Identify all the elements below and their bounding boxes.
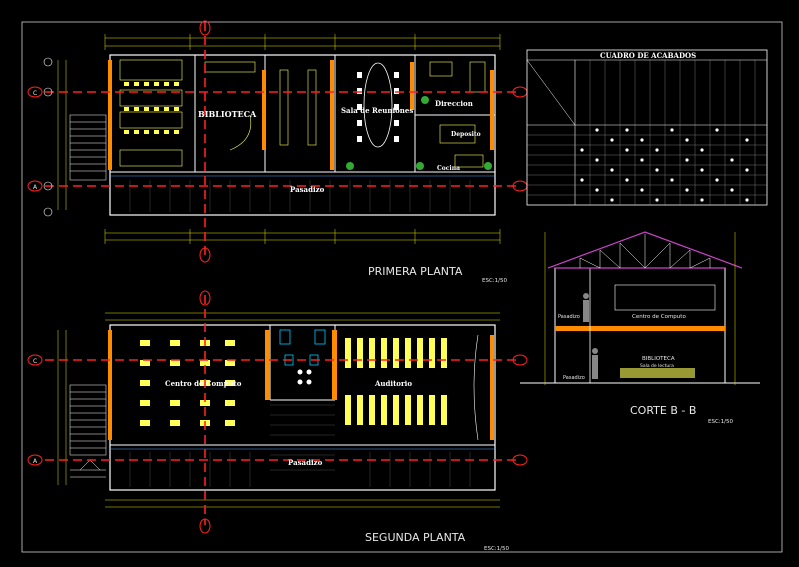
room-biblioteca: BIBLIOTECA xyxy=(198,109,257,119)
section-biblioteca: BIBLIOTECA xyxy=(642,356,675,362)
section-centro-computo: Centro de Computo xyxy=(632,314,686,320)
auditorium-seats xyxy=(345,338,447,425)
sheet-frame xyxy=(21,21,783,553)
meeting-table xyxy=(363,62,393,148)
room-sala-reuniones: Sala de Reuniones xyxy=(341,106,413,115)
second-floor-plan: C A Centro de Computo Auditorio Pasadizo xyxy=(27,290,528,534)
plan2-scale: ESC:1/50 xyxy=(484,546,510,552)
roof-truss xyxy=(547,231,743,269)
room-centro-computo: Centro de Computo xyxy=(165,379,242,388)
plan1-title: PRIMERA PLANTA xyxy=(368,265,463,278)
first-floor-plan: C A BIBLIOTECA Sala de Reuniones Direcci… xyxy=(27,20,528,263)
section-b-b: Pasadizo Centro de Computo BIBLIOTECA Sa… xyxy=(520,231,760,425)
axis-a-label-1: A xyxy=(33,184,38,191)
axis-c-label-1: C xyxy=(33,90,37,97)
section-pasadizo-lower: Pasadizo xyxy=(563,375,585,381)
room-pasadizo-first: Pasadizo xyxy=(290,185,325,194)
plan2-title: SEGUNDA PLANTA xyxy=(365,531,466,544)
stair-second-floor xyxy=(69,384,107,478)
finishes-table: CUADRO DE ACABADOS xyxy=(526,49,768,206)
section-scale: ESC:1/50 xyxy=(708,419,734,425)
axis-c-label-2: C xyxy=(33,358,37,365)
section-pasadizo-upper: Pasadizo xyxy=(558,314,580,320)
section-title: CORTE B - B xyxy=(630,404,696,417)
room-cocina: Cocina xyxy=(437,165,460,172)
room-auditorio: Auditorio xyxy=(374,379,412,388)
stair-first-floor xyxy=(69,114,107,181)
room-direccion: Direccion xyxy=(435,99,473,108)
table-title: CUADRO DE ACABADOS xyxy=(600,51,696,60)
room-pasadizo-second: Pasadizo xyxy=(288,458,323,467)
section-sala-lectura: Sala de lectura xyxy=(640,363,674,369)
room-deposito: Deposito xyxy=(451,131,481,138)
axis-a-label-2: A xyxy=(33,458,38,465)
plan1-scale: ESC:1/50 xyxy=(482,278,508,284)
